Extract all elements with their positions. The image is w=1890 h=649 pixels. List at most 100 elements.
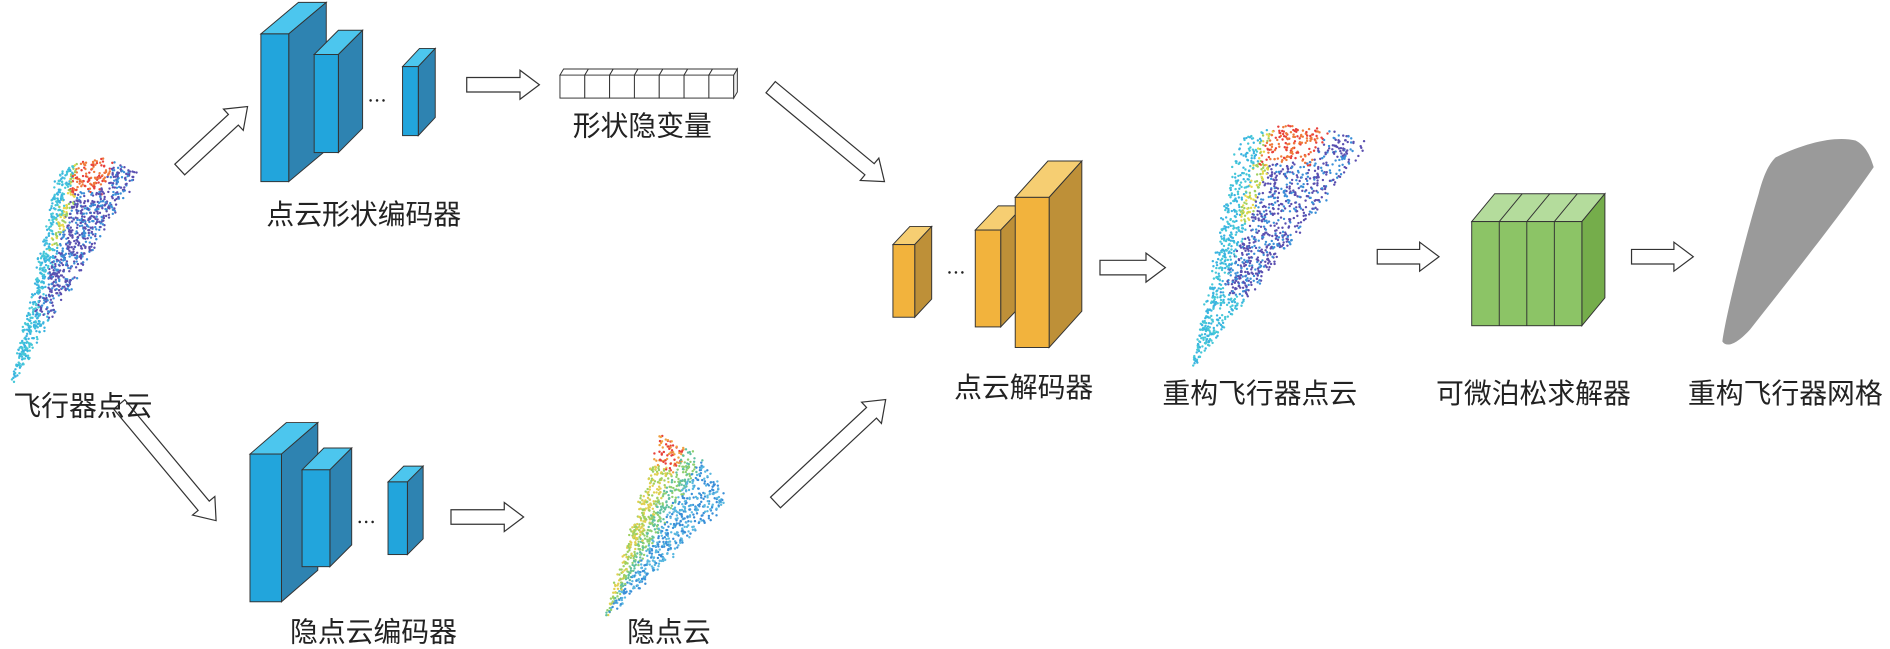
cloud-point <box>88 220 91 224</box>
cloud-point <box>68 246 71 249</box>
cloud-point <box>644 499 647 502</box>
cloud-point <box>655 550 659 553</box>
cloud-point <box>1270 133 1274 137</box>
cloud-point <box>1349 141 1353 144</box>
cloud-point <box>1235 227 1238 230</box>
cloud-point <box>1270 173 1274 176</box>
cloud-point <box>25 314 29 318</box>
cloud-point <box>637 544 641 548</box>
cloud-point <box>113 207 116 210</box>
cloud-point <box>1289 239 1293 242</box>
cloud-point <box>678 500 681 504</box>
cloud-point <box>689 520 693 523</box>
cloud-point <box>1212 326 1216 330</box>
cloud-point <box>1255 180 1259 183</box>
cloud-point <box>131 170 134 173</box>
cloud-point <box>1325 161 1328 164</box>
cloud-point <box>61 263 65 267</box>
cloud-point <box>660 545 664 549</box>
cloud-point <box>103 197 106 201</box>
cloud-point <box>652 478 655 482</box>
cloud-point <box>686 534 689 537</box>
cloud-point <box>702 497 705 501</box>
cloud-point <box>618 592 622 596</box>
cloud-point <box>1257 219 1261 222</box>
cloud-point <box>84 245 87 248</box>
cloud-point <box>1248 149 1251 152</box>
cloud-point <box>1316 191 1320 194</box>
cloud-point <box>654 544 657 548</box>
cloud-point <box>1286 198 1289 202</box>
cloud-point <box>1232 227 1235 230</box>
cloud-point <box>1252 164 1255 167</box>
cloud-point <box>23 344 27 348</box>
cloud-point <box>1233 281 1237 284</box>
cloud-point <box>629 528 632 531</box>
cloud-point <box>47 283 51 286</box>
cloud-point <box>71 277 74 280</box>
cloud-point <box>1256 209 1259 213</box>
cloud-point <box>1288 210 1292 213</box>
cloud-point <box>34 324 38 328</box>
cloud-point <box>80 192 84 195</box>
cloud-point <box>1337 174 1340 178</box>
cloud-point <box>653 458 656 461</box>
cloud-point <box>1266 176 1270 179</box>
cloud-point <box>1259 198 1263 201</box>
cloud-point <box>1261 259 1264 262</box>
cloud-point <box>1312 176 1316 179</box>
cloud-point <box>1297 221 1300 225</box>
cloud-point <box>652 524 656 528</box>
cloud-point <box>66 185 70 188</box>
cloud-point <box>629 543 633 546</box>
cloud-point <box>675 531 679 534</box>
cloud-point <box>656 472 659 475</box>
cloud-point <box>1245 202 1248 205</box>
cloud-point <box>637 563 640 567</box>
cloud-point <box>710 506 714 509</box>
cloud-point <box>72 260 76 263</box>
cloud-point <box>688 536 691 539</box>
cloud-point <box>629 569 633 572</box>
cloud-point <box>1290 202 1293 206</box>
cloud-point <box>654 500 657 503</box>
cloud-point <box>45 225 48 228</box>
cloud-point <box>1244 155 1248 158</box>
cloud-point <box>55 287 58 291</box>
cloud-point <box>1221 325 1224 329</box>
cloud-point <box>117 196 120 199</box>
cloud-point <box>1260 220 1264 223</box>
poisson-solver-block-divider <box>1526 193 1551 222</box>
cloud-point <box>1273 172 1277 175</box>
cloud-point <box>652 500 655 503</box>
cloud-point <box>1243 218 1246 221</box>
cloud-point <box>1242 246 1246 250</box>
cloud-point <box>1219 298 1223 302</box>
latent-encoder-layer-3 <box>386 464 425 556</box>
cloud-point <box>1238 187 1241 190</box>
cloud-point <box>1280 209 1283 213</box>
cloud-point <box>1260 214 1263 218</box>
cloud-point <box>1251 272 1255 276</box>
cloud-point <box>628 571 631 575</box>
cloud-point <box>74 266 78 269</box>
cloud-point <box>1219 303 1223 307</box>
cloud-point <box>1211 301 1215 304</box>
cloud-point <box>1213 298 1216 301</box>
cloud-point <box>1257 229 1261 233</box>
cloud-point <box>51 243 54 247</box>
cloud-point <box>660 496 663 500</box>
cloud-point <box>706 496 709 499</box>
cloud-point <box>648 506 652 509</box>
cloud-point <box>715 514 718 517</box>
cloud-point <box>632 532 635 535</box>
cloud-point <box>661 494 665 498</box>
cloud-point <box>665 521 669 524</box>
cloud-point <box>42 240 45 243</box>
cloud-point <box>1288 241 1291 244</box>
cloud-point <box>1274 233 1277 237</box>
cloud-point <box>1261 170 1265 173</box>
cloud-point <box>691 450 695 453</box>
cloud-point <box>80 185 83 188</box>
cloud-point <box>1252 216 1255 219</box>
